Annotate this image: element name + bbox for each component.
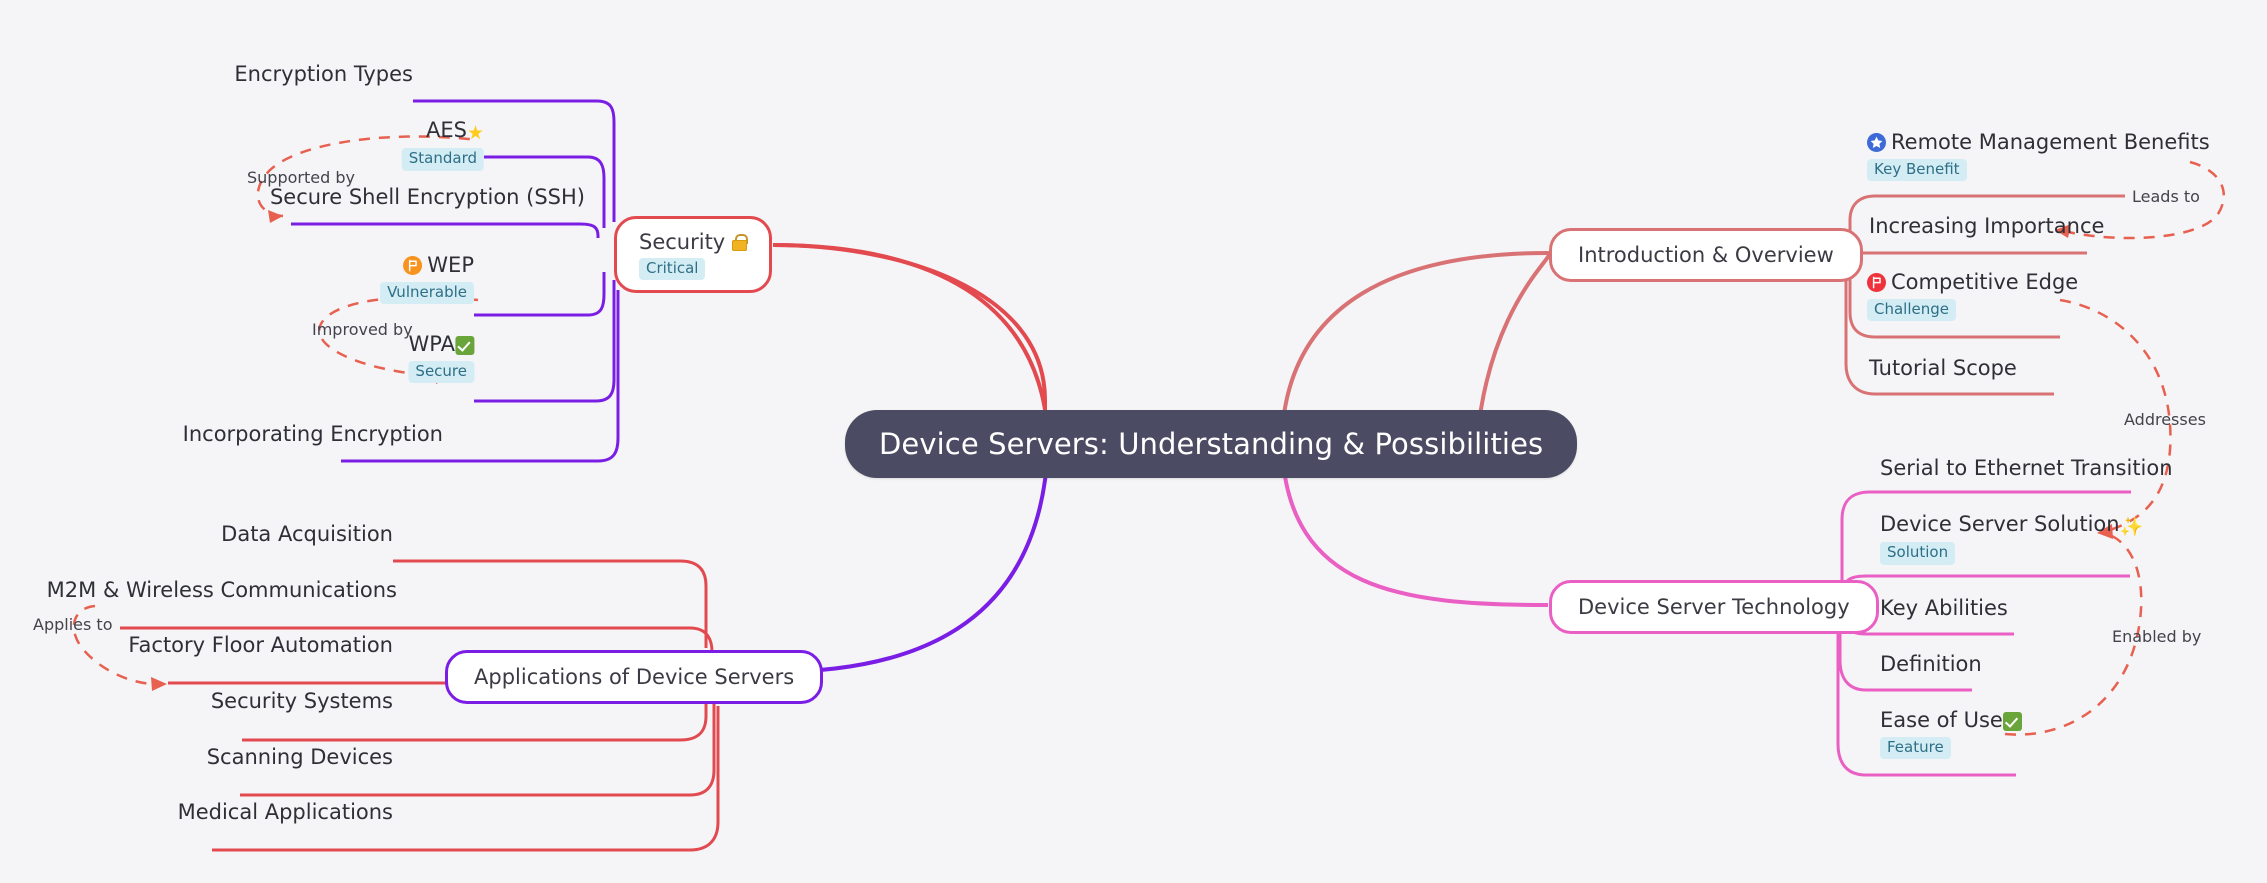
leaf-data-acquisition-label: Data Acquisition [221,522,393,546]
leaf-ssh-label: Secure Shell Encryption (SSH) [269,185,585,209]
flag-orange-icon [403,256,423,275]
leaf-scanning-devices-label: Scanning Devices [206,745,393,769]
leaf-key-abilities-label: Key Abilities [1880,596,2008,620]
leaf-device-server-solution-badge: Solution [1880,542,1956,566]
leaf-encryption-types[interactable]: Encryption Types [234,62,413,87]
relation-label-improved-by: Improved by [312,320,413,339]
leaf-definition[interactable]: Definition [1880,652,1982,677]
leaf-remote-management-benefits-badge: Key Benefit [1867,158,1967,182]
branch-security-title-row: Security [639,230,749,254]
leaf-aes[interactable]: AES★ Standard [401,118,484,172]
leaf-medical-applications-label: Medical Applications [177,800,393,824]
branch-node-introduction[interactable]: Introduction & Overview [1549,228,1863,282]
branch-node-technology[interactable]: Device Server Technology [1549,580,1879,634]
relation-label-addresses: Addresses [2124,410,2206,429]
leaf-tutorial-scope[interactable]: Tutorial Scope [1869,356,2017,381]
leaf-encryption-types-label: Encryption Types [234,62,413,86]
leaf-m2m-wireless-label: M2M & Wireless Communications [46,578,397,602]
leaf-increasing-importance-label: Increasing Importance [1869,214,2105,238]
leaf-factory-floor-automation[interactable]: Factory Floor Automation [128,633,393,658]
leaf-remote-management-benefits[interactable]: Remote Management Benefits Key Benefit [1867,130,2210,182]
leaf-remote-management-benefits-label: Remote Management Benefits [1891,130,2210,154]
leaf-scanning-devices[interactable]: Scanning Devices [207,745,393,770]
leaf-wpa-badge: Secure [408,360,474,384]
relation-label-applies-to: Applies to [33,615,113,634]
root-node[interactable]: Device Servers: Understanding & Possibil… [845,410,1578,478]
leaf-competitive-edge-label: Competitive Edge [1891,270,2079,294]
leaf-wpa[interactable]: WPA Secure [408,332,474,384]
leaf-ssh[interactable]: Secure Shell Encryption (SSH) [270,185,585,210]
leaf-serial-to-ethernet-transition[interactable]: Serial to Ethernet Transition [1880,456,2173,481]
leaf-data-acquisition[interactable]: Data Acquisition [221,522,393,547]
leaf-incorporating-encryption[interactable]: Incorporating Encryption [183,422,443,447]
star-blue-icon [1867,133,1886,152]
leaf-wep[interactable]: WEP Vulnerable [380,253,474,305]
leaf-device-server-solution-label: Device Server Solution [1880,512,2120,536]
star-yellow-icon: ★ [466,122,484,144]
leaf-device-server-solution[interactable]: Device Server Solution✨ Solution [1880,512,2144,566]
leaf-wep-label: WEP [427,253,474,277]
branch-security-badge: Critical [639,258,706,281]
leaf-m2m-wireless[interactable]: M2M & Wireless Communications [47,578,397,603]
leaf-ease-of-use[interactable]: Ease of Use Feature [1880,708,2022,760]
sparkles-icon: ✨ [2119,516,2144,538]
leaf-key-abilities[interactable]: Key Abilities [1880,596,2008,621]
relation-label-supported-by: Supported by [247,168,355,187]
leaf-tutorial-scope-label: Tutorial Scope [1869,356,2017,380]
leaf-factory-floor-automation-label: Factory Floor Automation [128,633,393,657]
leaf-ease-of-use-badge: Feature [1880,736,1951,760]
leaf-aes-badge: Standard [401,148,484,172]
leaf-security-systems[interactable]: Security Systems [211,689,393,714]
leaf-serial-to-ethernet-transition-label: Serial to Ethernet Transition [1880,456,2173,480]
leaf-increasing-importance[interactable]: Increasing Importance [1869,214,2104,239]
relation-label-enabled-by: Enabled by [2112,627,2202,646]
flag-red-icon [1867,273,1886,292]
check-green-icon [455,336,474,355]
lock-icon [732,233,749,251]
leaf-incorporating-encryption-label: Incorporating Encryption [182,422,443,446]
leaf-medical-applications[interactable]: Medical Applications [178,800,393,825]
branch-security-label: Security [639,230,726,254]
check-green-icon [2002,712,2022,731]
leaf-competitive-edge[interactable]: Competitive Edge Challenge [1867,270,2079,322]
branch-node-security[interactable]: Security Critical [614,216,773,294]
leaf-wpa-label: WPA [408,332,455,356]
branch-node-applications[interactable]: Applications of Device Servers [445,650,824,704]
leaf-ease-of-use-label: Ease of Use [1880,708,2003,732]
relation-label-leads-to: Leads to [2132,187,2200,206]
leaf-aes-label: AES [425,118,467,142]
leaf-wep-badge: Vulnerable [380,281,474,305]
leaf-competitive-edge-badge: Challenge [1867,298,1956,322]
leaf-security-systems-label: Security Systems [210,689,393,713]
leaf-definition-label: Definition [1880,652,1982,676]
